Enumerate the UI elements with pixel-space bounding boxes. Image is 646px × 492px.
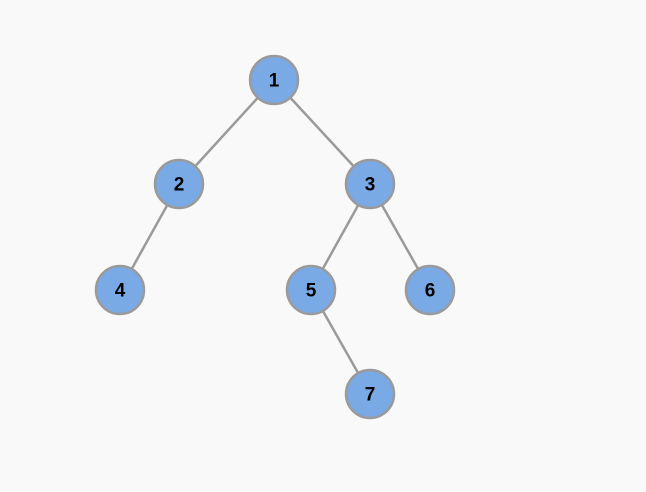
node-label: 1 [269, 71, 280, 92]
tree-node-3: 3 [344, 158, 396, 210]
node-circle [404, 264, 456, 316]
node-label: 6 [425, 281, 436, 302]
node-label: 7 [365, 385, 376, 406]
node-circle [344, 158, 396, 210]
node-circle [285, 264, 337, 316]
node-label: 5 [306, 281, 317, 302]
nodes-layer: 1 2 3 4 5 6 7 [94, 54, 456, 420]
node-label: 2 [174, 175, 185, 196]
node-label: 4 [115, 281, 126, 302]
edges-layer [118, 79, 432, 395]
node-circle [344, 368, 396, 420]
tree-node-6: 6 [404, 264, 456, 316]
tree-node-2: 2 [153, 158, 205, 210]
node-circle [153, 158, 205, 210]
tree-node-1: 1 [248, 54, 300, 106]
tree-node-7: 7 [344, 368, 396, 420]
node-circle [94, 264, 146, 316]
node-label: 3 [365, 175, 376, 196]
node-circle [248, 54, 300, 106]
tree-node-4: 4 [94, 264, 146, 316]
tree-node-5: 5 [285, 264, 337, 316]
